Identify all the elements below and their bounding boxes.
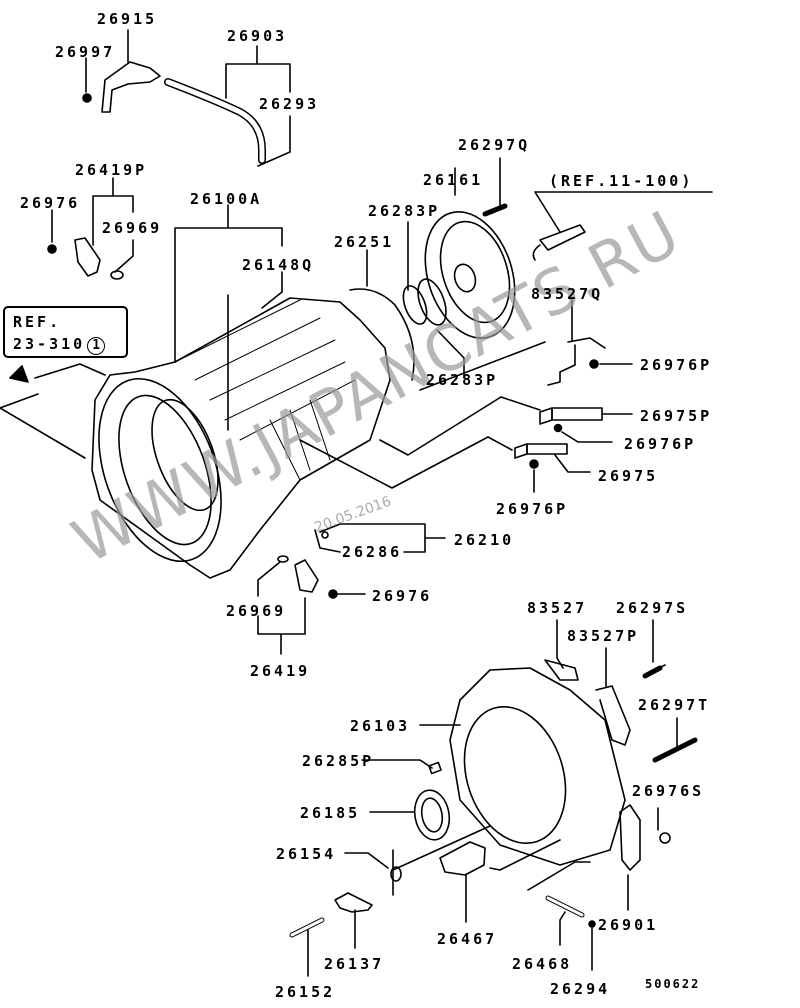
- leader-26154: [344, 825, 491, 896]
- part-label-26152[interactable]: 26152: [275, 983, 336, 1001]
- part-label-26419P[interactable]: 26419P: [75, 161, 148, 179]
- gasket-26251: [349, 288, 415, 381]
- leader-83527: [556, 619, 564, 669]
- part-label-26976P-1[interactable]: 26976P: [640, 356, 713, 374]
- oil-seal-26185: [413, 789, 451, 841]
- part-label-26976P-2[interactable]: 26976P: [624, 435, 697, 453]
- leader-83527Q-case: [419, 341, 546, 391]
- part-label-26467[interactable]: 26467: [437, 930, 498, 948]
- part-26137: [334, 892, 373, 913]
- part-label-26975P[interactable]: 26975P: [640, 407, 713, 425]
- part-label-26969-upper[interactable]: 26969: [102, 219, 163, 237]
- leader-26100A: [174, 204, 283, 363]
- part-26467: [439, 841, 486, 876]
- sensor-26419: [294, 559, 319, 593]
- diagram-number: 500622: [645, 977, 701, 991]
- part-label-26468[interactable]: 26468: [512, 955, 573, 973]
- part-label-26103[interactable]: 26103: [350, 717, 411, 735]
- ref-box-circle: 1: [87, 337, 106, 355]
- part-label-26976-upper[interactable]: 26976: [20, 194, 81, 212]
- seal-26154: [390, 866, 402, 882]
- part-label-26137[interactable]: 26137: [324, 955, 385, 973]
- leader-26283P: [407, 221, 465, 379]
- leader-26161: [454, 157, 501, 209]
- bolt-26976S: [659, 832, 671, 844]
- part-label-26419[interactable]: 26419: [250, 662, 311, 680]
- leader-26419P: [92, 177, 134, 273]
- pin-26285P: [428, 761, 442, 775]
- part-label-26297Q[interactable]: 26297Q: [458, 136, 531, 154]
- bracket-26915: [101, 61, 161, 113]
- oring-26969b: [277, 555, 289, 563]
- part-label-26161[interactable]: 26161: [423, 171, 484, 189]
- extension-housing-26103: [449, 667, 626, 866]
- bolt-26297T: [654, 717, 696, 761]
- leader-26285P: [361, 759, 433, 769]
- hose-26903: [164, 78, 266, 164]
- part-label-26969-lower[interactable]: 26969: [226, 602, 287, 620]
- bracket-83527: [544, 659, 579, 681]
- part-label-26285P[interactable]: 26285P: [302, 752, 375, 770]
- bracket-26975P: [551, 407, 603, 421]
- bell-housing-ring: [98, 377, 222, 563]
- part-label-83527Q[interactable]: 83527Q: [531, 285, 604, 303]
- part-label-26297S[interactable]: 26297S: [616, 599, 689, 617]
- part-label-26915[interactable]: 26915: [97, 10, 158, 28]
- sensor-26419P: [74, 237, 101, 277]
- part-label-26148Q[interactable]: 26148Q: [242, 256, 315, 274]
- part-label-26297T[interactable]: 26297T: [638, 696, 711, 714]
- part-label-26154[interactable]: 26154: [276, 845, 337, 863]
- leader-26903: [225, 45, 291, 167]
- ball-26294: [588, 920, 596, 928]
- part-label-26286[interactable]: 26286: [342, 543, 403, 561]
- leader-26210: [314, 523, 446, 553]
- nut-26976P-b: [553, 423, 563, 433]
- ref-leader: [0, 363, 106, 459]
- leader-ref-11-100: [534, 191, 713, 233]
- nut-26976P-c: [529, 459, 539, 469]
- bracket-26975: [526, 443, 568, 455]
- part-label-26903[interactable]: 26903: [227, 27, 288, 45]
- bracket-83527P: [595, 647, 631, 746]
- part-label-26294[interactable]: 26294: [550, 980, 611, 998]
- part-label-26976P-3[interactable]: 26976P: [496, 500, 569, 518]
- part-label-26251[interactable]: 26251: [334, 233, 395, 251]
- part-label-26283P-lower[interactable]: 26283P: [426, 371, 499, 389]
- part-label-26997[interactable]: 26997: [55, 43, 116, 61]
- part-label-83527[interactable]: 83527: [527, 599, 588, 617]
- bolt-26297Q: [482, 203, 508, 217]
- part-label-26976-lower[interactable]: 26976: [372, 587, 433, 605]
- part-label-26210[interactable]: 26210: [454, 531, 515, 549]
- ref-box-code: 23-310: [13, 335, 86, 353]
- oil-pump-26161: [424, 211, 516, 339]
- part-label-26283P-upper[interactable]: 26283P: [368, 202, 441, 220]
- ref-box-line1: REF.: [13, 313, 62, 331]
- part-label-26293[interactable]: 26293: [259, 95, 320, 113]
- bracket-83527Q: [547, 299, 606, 386]
- ref-arrow-icon: [9, 365, 29, 383]
- oring-26969a: [110, 270, 124, 280]
- part-label-26976S[interactable]: 26976S: [632, 782, 705, 800]
- leader-26419: [257, 561, 306, 655]
- plug-26286: [321, 531, 329, 539]
- bolt-26976b: [328, 589, 338, 599]
- part-label-26975[interactable]: 26975: [598, 467, 659, 485]
- bracket-26901: [619, 804, 641, 871]
- part-label-26901[interactable]: 26901: [598, 916, 659, 934]
- seal-26283P-b: [417, 278, 447, 326]
- sealant-tube: [539, 224, 586, 251]
- part-label-26100A[interactable]: 26100A: [190, 190, 263, 208]
- part-label-83527P[interactable]: 83527P: [567, 627, 640, 645]
- part-label-26185[interactable]: 26185: [300, 804, 361, 822]
- bolt-26976a: [47, 244, 57, 254]
- bolt-26997: [82, 93, 92, 103]
- ref-label-11-100[interactable]: (REF.11-100): [549, 172, 694, 190]
- nut-26976P-a: [589, 359, 599, 369]
